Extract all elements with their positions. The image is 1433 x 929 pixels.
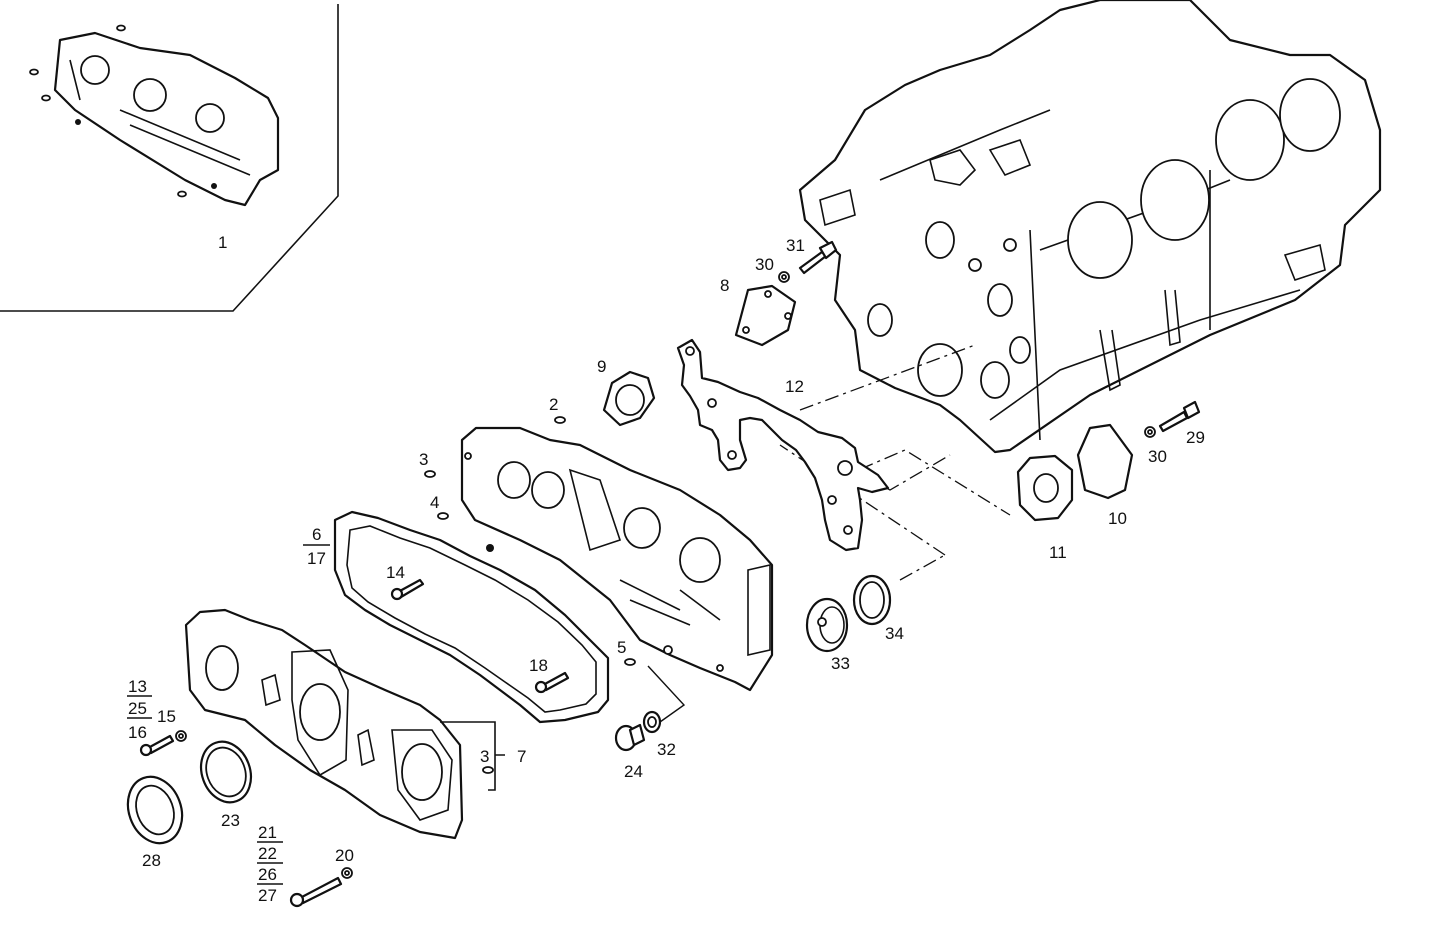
part-14-bolt <box>390 578 425 601</box>
pins <box>424 416 636 774</box>
part-15-washer <box>175 730 187 742</box>
label-part-15: 15 <box>157 707 176 726</box>
inset-frame <box>0 4 339 312</box>
part-11-cover <box>1016 454 1074 522</box>
part-29-bolt <box>1158 400 1201 433</box>
part-28-seal <box>126 775 184 845</box>
part-labels: 1 2 3 4 5 6 17 7 3 8 9 10 11 12 13 25 16… <box>128 233 1205 905</box>
label-part-11: 11 <box>1049 543 1067 562</box>
part-32-washer <box>642 710 662 734</box>
label-part-5: 5 <box>617 638 626 657</box>
part-23-ring <box>199 740 253 804</box>
label-part-7: 7 <box>517 747 526 766</box>
label-part-34: 34 <box>885 624 904 643</box>
part-10-cover <box>1076 423 1134 500</box>
part-34-ring <box>852 574 892 626</box>
label-part-2: 2 <box>549 395 558 414</box>
label-part-17: 17 <box>307 549 326 568</box>
label-part-29: 29 <box>1186 428 1205 447</box>
front-cover-7 <box>184 608 505 840</box>
part-20-washer <box>341 867 353 879</box>
part-16-bolt <box>139 734 175 757</box>
label-part-30-top: 30 <box>755 255 774 274</box>
part-30-washer-top <box>778 271 790 283</box>
gasket-6-17 <box>333 510 610 724</box>
label-part-14: 14 <box>386 563 405 582</box>
label-part-12: 12 <box>785 377 804 396</box>
label-part-1: 1 <box>218 233 227 252</box>
label-part-18: 18 <box>529 656 548 675</box>
timing-case <box>460 426 774 692</box>
part-33-cap <box>805 597 849 653</box>
leader-5-32 <box>647 665 686 723</box>
label-part-6: 6 <box>312 525 321 544</box>
part-12-plate <box>676 338 890 552</box>
label-part-8: 8 <box>720 276 729 295</box>
label-part-13: 13 <box>128 677 147 696</box>
label-part-3b: 3 <box>480 747 489 766</box>
label-part-26: 26 <box>258 865 277 884</box>
label-part-10: 10 <box>1108 509 1127 528</box>
label-part-23: 23 <box>221 811 240 830</box>
part-30-washer-right <box>1144 426 1156 438</box>
label-part-25: 25 <box>128 699 147 718</box>
label-part-3a: 3 <box>419 450 428 469</box>
label-part-20: 20 <box>335 846 354 865</box>
label-fraction-bars <box>127 544 330 885</box>
inset-cover-assembly <box>29 24 280 207</box>
part-9-cover <box>602 370 656 427</box>
label-part-31: 31 <box>786 236 805 255</box>
label-part-33: 33 <box>831 654 850 673</box>
part-8-cover <box>734 284 797 347</box>
part-31-bolt <box>798 240 838 275</box>
label-part-30-right: 30 <box>1148 447 1167 466</box>
part-24-plug <box>614 723 646 752</box>
label-part-16: 16 <box>128 723 147 742</box>
label-part-32: 32 <box>657 740 676 759</box>
engine-block <box>798 0 1382 454</box>
label-part-21: 21 <box>258 823 277 842</box>
label-part-27: 27 <box>258 886 277 905</box>
label-part-28: 28 <box>142 851 161 870</box>
label-part-4: 4 <box>430 493 439 512</box>
label-part-24: 24 <box>624 762 643 781</box>
part-27-bolt <box>289 876 343 908</box>
part-18-bolt <box>534 671 570 694</box>
label-part-22: 22 <box>258 844 277 863</box>
label-part-9: 9 <box>597 357 606 376</box>
